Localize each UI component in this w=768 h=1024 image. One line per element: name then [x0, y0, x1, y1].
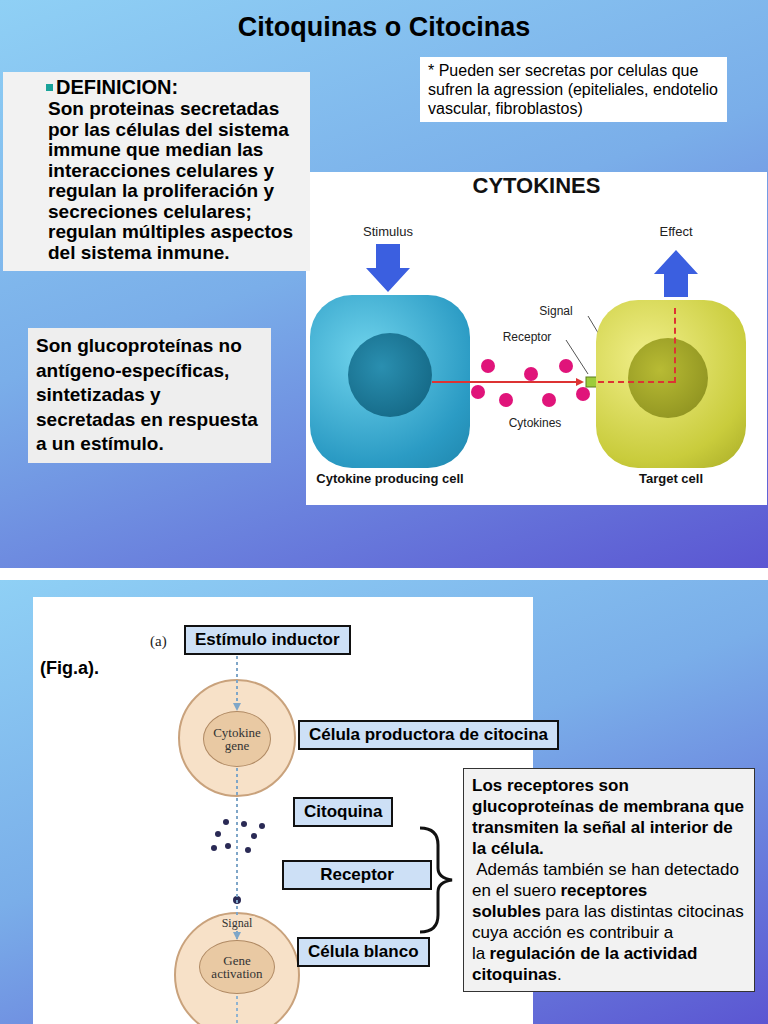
arrow-head: [576, 378, 584, 386]
dotted-line: [236, 996, 238, 1024]
glycoprotein-box: Son glucoproteínas no antígeno-específic…: [28, 328, 271, 463]
cytokine-dot: [542, 393, 556, 407]
annotation: (Fig.a).: [40, 658, 99, 679]
cytokine-dots: [451, 359, 590, 407]
slide-title: Citoquinas o Citocinas: [0, 12, 768, 43]
signal-line: [674, 308, 676, 383]
target-cell: Target cell: [596, 300, 746, 468]
cytokine-dot: [215, 831, 221, 837]
annotation: Receptor: [503, 330, 552, 344]
text: * Pueden ser secretas por celulas que su…: [428, 61, 719, 118]
note-box: * Pueden ser secretas por celulas que su…: [420, 57, 727, 122]
nucleus: [348, 333, 432, 417]
effect-arrow: [654, 250, 698, 297]
annotation: Cytokines: [509, 416, 562, 430]
label-box: Receptor: [282, 860, 432, 890]
cytokine-dot: [499, 393, 513, 407]
cell-outline: [175, 913, 299, 1024]
text: Receptor: [293, 865, 421, 885]
definition-box: DEFINICION:Son proteinas secretadas por …: [3, 72, 310, 271]
heading: DEFINICION:: [56, 76, 302, 99]
cytokine-dot: [524, 367, 538, 381]
label-box: Estímulo inductor: [184, 625, 351, 655]
annotation: (a): [150, 633, 167, 650]
text: Célula productora de citocina: [309, 725, 548, 745]
cytokine-dot: [245, 847, 251, 853]
connector: [236, 768, 238, 939]
text: regulación de la actividad citoquinas: [472, 944, 697, 984]
cytokine-dot: [576, 387, 590, 401]
cytokine-dot: [259, 823, 265, 829]
annotation: Signal: [220, 916, 255, 931]
producer-cell: Cytokine producing cell: [310, 295, 470, 468]
slide-gap: [0, 568, 768, 580]
cytokine-dot: [223, 819, 229, 825]
text: Gene activation: [202, 954, 272, 980]
annotation: Signal: [539, 304, 572, 318]
cell-outline: [179, 680, 295, 796]
text: Estímulo inductor: [195, 630, 340, 650]
text: Son glucoproteínas no antígeno-específic…: [36, 334, 263, 457]
nucleus: Gene activation: [199, 940, 275, 994]
cell-label: Target cell: [586, 472, 756, 486]
nucleus: Cytokine gene: [203, 711, 271, 767]
signal-arrow: [466, 381, 578, 383]
text: Célula blanco: [308, 942, 419, 962]
leader-line: [566, 340, 588, 374]
text: .: [557, 965, 562, 984]
signal-line: [598, 381, 674, 383]
text: Cytokine gene: [206, 726, 268, 752]
cytokine-dot: [481, 359, 495, 373]
cytokine-dot: [225, 843, 231, 849]
signal-line: [432, 381, 470, 383]
illustration-panel: [306, 172, 767, 505]
cell-label: Cytokine producing cell: [300, 472, 480, 486]
cytokine-dot: [211, 845, 217, 851]
annotation: Stimulus: [363, 224, 413, 239]
body-text: Son proteinas secretadas por las células…: [48, 99, 302, 263]
annotation: Effect: [659, 224, 692, 239]
label-box: Citoquina: [293, 797, 393, 827]
stimulus-arrow: [366, 244, 410, 292]
cytokine-dot: [471, 385, 485, 399]
label-box: Célula productora de citocina: [298, 720, 559, 750]
connector: [236, 656, 238, 710]
cytokine-dot: [251, 833, 257, 839]
text: Los receptores son glucoproteínas de mem…: [472, 775, 746, 859]
text: Citoquina: [304, 802, 382, 822]
nucleus: [628, 338, 708, 418]
label-box: Célula blanco: [297, 937, 430, 967]
heading: CYTOKINES: [306, 173, 767, 199]
cytokine-dot: [559, 359, 573, 373]
text-box: Los receptores son glucoproteínas de mem…: [463, 768, 755, 992]
cytokine-dot: [241, 821, 247, 827]
